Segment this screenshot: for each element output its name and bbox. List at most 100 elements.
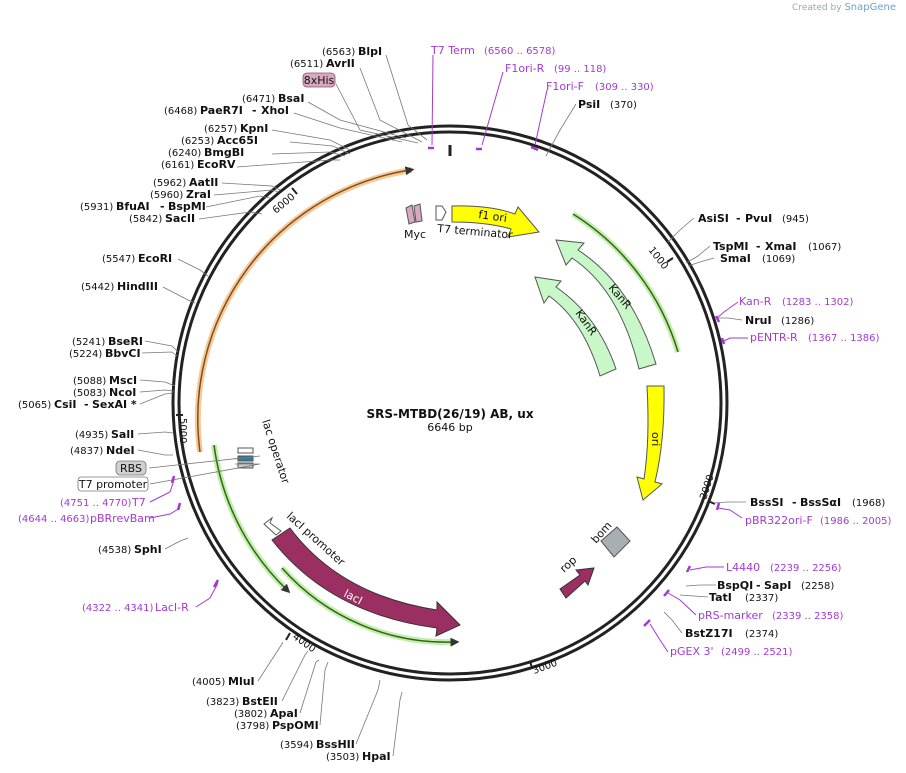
site-pos-aatii: (5962) [153, 178, 186, 189]
site-name-bfuai[interactable]: BfuAI [116, 200, 150, 213]
tick-mark-6000 [291, 187, 298, 195]
site-sep-sexai: - [84, 398, 89, 411]
site-name-bspqi[interactable]: BspQI [717, 579, 753, 592]
primer-name-pentr-r[interactable]: pENTR-R [750, 331, 798, 344]
site-labels-left: (6563) BlpI (6511) AvrII 8xHis (6471) Bs… [18, 45, 391, 763]
primer-name-t7-term[interactable]: T7 Term [430, 44, 475, 57]
site-pos-hpai: (3503) [326, 752, 359, 763]
site-name-msci[interactable]: MscI [109, 374, 137, 387]
primer-range-f1ori-f: (309 .. 330) [595, 82, 654, 93]
feature-8xhis-box [302, 72, 336, 88]
site-pos-bsteii: (3823) [206, 697, 239, 708]
plasmid-length: 6646 bp [427, 421, 472, 434]
site-name-tati[interactable]: TatI [709, 591, 732, 604]
site-pos-zrai: (5960) [150, 190, 183, 201]
site-pos-kpni: (6257) [204, 124, 237, 135]
site-name-zrai[interactable]: ZraI [186, 188, 211, 201]
primer-name-prs-marker[interactable]: pRS-marker [698, 609, 763, 622]
site-name-bspmi[interactable]: BspMI [168, 200, 206, 213]
site-pos-bsai: (6471) [242, 94, 275, 105]
feature-rop [559, 567, 595, 599]
site-name-hindiii[interactable]: HindIII [117, 280, 158, 293]
site-name-paer7i[interactable]: PaeR7I [200, 104, 243, 117]
primer-name-l4440[interactable]: L4440 [726, 561, 760, 574]
tick-label-4000: 4000 [290, 631, 317, 655]
site-name-sapi[interactable]: SapI [764, 579, 791, 592]
tick-mark-3000 [529, 660, 533, 669]
site-name-xmai[interactable]: XmaI [765, 240, 796, 253]
site-sep-bsssai: - [792, 496, 797, 509]
primer-range-t7-term: (6560 .. 6578) [484, 46, 556, 57]
primer-name-pbrrevbam[interactable]: pBRrevBam [90, 512, 155, 525]
site-pos-pspomi: (3798) [236, 721, 269, 732]
site-name-ecori[interactable]: EcoRI [138, 252, 172, 265]
site-pos-ncoi: (5083) [73, 388, 106, 399]
site-pos-psii: (370) [610, 100, 637, 111]
site-name-bsteii[interactable]: BstEII [242, 695, 278, 708]
site-name-acc65i[interactable]: Acc65I [217, 134, 258, 147]
feature-label-lac-operator: lac operator [259, 418, 292, 486]
tick-label-5000: 5000 [177, 418, 188, 443]
site-pos-ecorv: (6161) [161, 160, 194, 171]
site-name-blpi[interactable]: BlpI [358, 45, 382, 58]
primer-name-kan-r[interactable]: Kan-R [739, 295, 772, 308]
site-name-bseri[interactable]: BseRI [108, 335, 143, 348]
site-pos-csii: (5065) [18, 400, 51, 411]
primer-name-f1ori-f[interactable]: F1ori-F [546, 80, 584, 93]
site-name-hpai[interactable]: HpaI [362, 750, 391, 763]
site-name-sali[interactable]: SalI [111, 428, 134, 441]
site-name-bsai[interactable]: BsaI [278, 92, 304, 105]
primer-name-pgex-3[interactable]: pGEX 3' [670, 645, 714, 658]
site-name-ndei[interactable]: NdeI [106, 444, 135, 457]
primer-range-pentr-r: (1367 .. 1386) [808, 333, 880, 344]
site-name-bstz17i[interactable]: BstZ17I [685, 627, 733, 640]
plasmid-name: SRS-MTBD(26/19) AB, ux [366, 407, 533, 421]
primer-range-pgex-3: (2499 .. 2521) [721, 647, 793, 658]
feature-myc [405, 204, 416, 225]
primer-range-pbr322ori-f: (1986 .. 2005) [820, 516, 892, 527]
primer-name-f1ori-r[interactable]: F1ori-R [505, 62, 545, 75]
site-name-sacii[interactable]: SacII [165, 212, 195, 225]
site-name-bsssai[interactable]: BssSαI [800, 496, 841, 509]
site-name-asisi[interactable]: AsiSI [698, 212, 729, 225]
site-pos-hindiii: (5442) [81, 282, 114, 293]
site-name-apai[interactable]: ApaI [270, 707, 298, 720]
site-name-pspomi[interactable]: PspOMI [272, 719, 319, 732]
site-name-bbvci[interactable]: BbvCI [105, 347, 141, 360]
site-name-psii[interactable]: PsiI [578, 98, 600, 111]
kanr-region-arc-line [572, 213, 679, 353]
site-pos-sali: (4935) [75, 430, 108, 441]
site-name-ecorv[interactable]: EcoRV [197, 158, 236, 171]
site-name-sexai[interactable]: SexAI * [92, 398, 137, 411]
primer-range-pbrrevbam: (4644 .. 4663) [18, 514, 90, 525]
snapgene-logo-text: SnapGene [844, 2, 896, 13]
site-name-pvui[interactable]: PvuI [745, 212, 772, 225]
site-name-aatii[interactable]: AatII [189, 176, 218, 189]
laci-inner-arc-line [281, 567, 460, 647]
primer-name-laci-r[interactable]: LacI-R [155, 601, 189, 614]
site-pos-bfuai: (5931) [80, 202, 113, 213]
site-name-kpni[interactable]: KpnI [240, 122, 268, 135]
primer-name-pbr322ori-f[interactable]: pBR322ori-F [745, 514, 813, 527]
site-pos-asisi: (945) [782, 214, 809, 225]
site-name-tspmi[interactable]: TspMI [713, 240, 749, 253]
primer-name-t7[interactable]: T7 [131, 496, 146, 509]
site-name-bsssi[interactable]: BssSI [750, 496, 784, 509]
site-name-bsshii[interactable]: BssHII [316, 738, 355, 751]
tick-mark-1000 [666, 257, 674, 263]
primer-range-t7: (4751 .. 4770) [60, 498, 132, 509]
site-name-csii[interactable]: CsiI [54, 398, 76, 411]
site-name-sphi[interactable]: SphI [134, 543, 162, 556]
site-pos-mlui: (4005) [192, 677, 225, 688]
site-name-ncoi[interactable]: NcoI [109, 386, 136, 399]
site-pos-msci: (5088) [73, 376, 106, 387]
primer-range-laci-r: (4322 .. 4341) [82, 603, 154, 614]
site-pos-ecori: (5547) [102, 254, 135, 265]
site-sep-xhoi: - [252, 104, 257, 117]
site-name-nrui[interactable]: NruI [745, 314, 772, 327]
site-name-smai[interactable]: SmaI [720, 252, 751, 265]
site-name-bmgbi[interactable]: BmgBI [204, 146, 244, 159]
site-name-avrii[interactable]: AvrII [326, 57, 355, 70]
site-name-xhoi[interactable]: XhoI [261, 104, 289, 117]
site-name-mlui[interactable]: MluI [228, 675, 255, 688]
